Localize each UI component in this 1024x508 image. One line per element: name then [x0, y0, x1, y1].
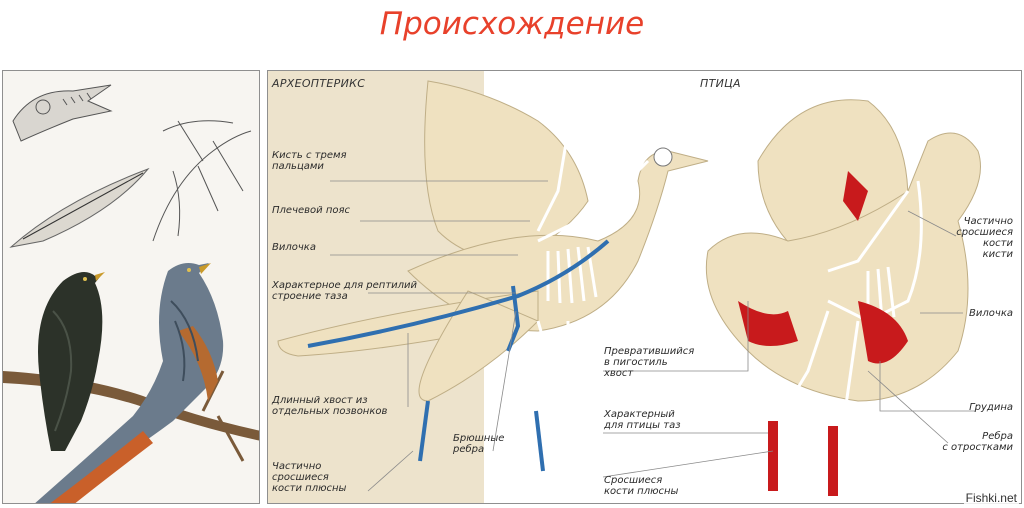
- skeleton-drawing: [268, 71, 981, 503]
- label-fused-metatarsals: Сросшиеся кости плюсны: [604, 475, 679, 497]
- archaeopteryx-illustration: [2, 70, 260, 504]
- archaeopteryx-reptile-bones: [307, 239, 610, 472]
- label-partially-fused-metatarsals: Частично сросшиеся кости плюсны: [272, 461, 347, 494]
- label-long-tail: Длинный хвост из отдельных позвонков: [272, 395, 388, 417]
- page-title: Происхождение: [379, 6, 645, 42]
- label-furcula-archaeopteryx: Вилочка: [272, 242, 316, 253]
- skeleton-sketch: [152, 120, 252, 242]
- label-hand-three-fingers: Кисть с тремя пальцами: [272, 150, 347, 172]
- bird-body: [705, 99, 981, 402]
- dark-bird: [38, 272, 105, 451]
- label-sternum: Грудина: [969, 402, 1013, 413]
- archaeopteryx-header: АРХЕОПТЕРИКС: [272, 77, 366, 90]
- label-furcula-bird: Вилочка: [969, 308, 1013, 319]
- skull-sketch: [12, 84, 113, 142]
- skeleton-comparison-diagram: АРХЕОПТЕРИКС ПТИЦА Кисть с тремя пальцам…: [267, 70, 1022, 504]
- label-ribs-with-processes: Ребра с отростками: [942, 431, 1013, 453]
- leader-lines: [330, 180, 976, 492]
- illustration-drawing: [3, 84, 259, 503]
- bird-distinctive-bones: [738, 171, 908, 496]
- label-partially-fused-hand: Частично сросшиеся кости кисти: [956, 216, 1013, 260]
- bird-skeleton: [776, 180, 923, 462]
- label-gastralia: Брюшные ребра: [453, 433, 505, 455]
- label-pygostyle-tail: Превратившийся в пигостиль хвост: [604, 346, 695, 379]
- label-shoulder-girdle: Плечевой пояс: [272, 205, 350, 216]
- feather-sketch: [9, 167, 150, 248]
- watermark: Fishki.net: [963, 491, 1019, 505]
- colorful-bird: [35, 263, 224, 503]
- label-bird-pelvis: Характерный для птицы таз: [604, 409, 681, 431]
- bird-header: ПТИЦА: [700, 77, 741, 90]
- label-reptile-pelvis: Характерное для рептилий строение таза: [272, 280, 418, 302]
